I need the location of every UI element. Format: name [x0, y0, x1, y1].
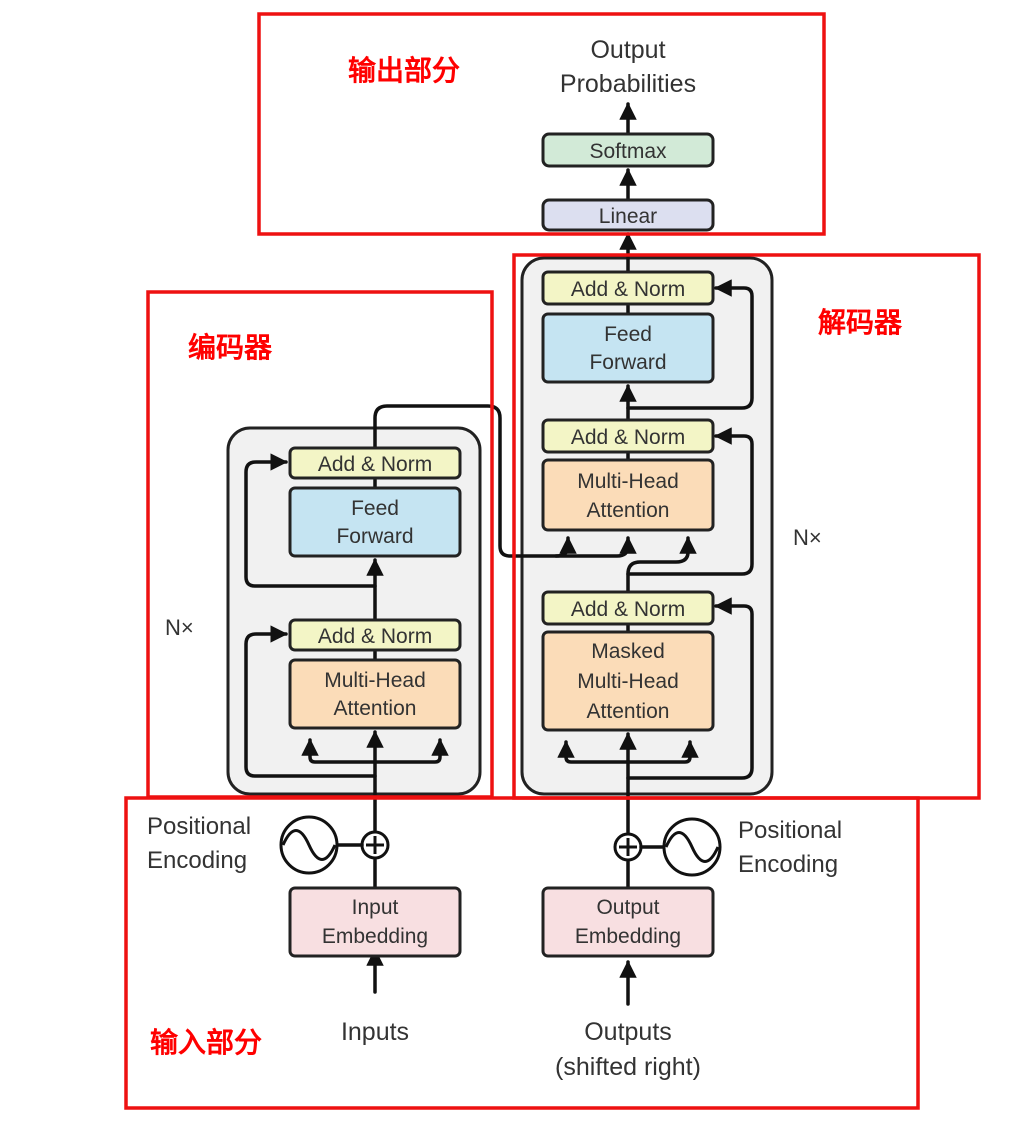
input-embedding-block: [288, 886, 462, 958]
encoder-mha-line1: Multi-Head: [324, 669, 426, 692]
encoder-stack: [226, 426, 482, 796]
output-part-region: [257, 12, 826, 236]
softmax-label: Softmax: [589, 140, 667, 163]
output-embedding-line1: Output: [596, 896, 659, 919]
encoder-add-norm-top-label: Add & Norm: [318, 453, 432, 476]
decoder-masked-attention: [541, 630, 715, 732]
decoder-add-norm-top-label: Add & Norm: [571, 278, 685, 301]
inputs-label: Inputs: [341, 1018, 409, 1046]
decoder-feed-forward: [541, 312, 715, 384]
pos-enc-left-line1: Positional: [147, 813, 251, 840]
softmax-block: [541, 132, 715, 168]
outputs-label-line1: Outputs: [584, 1018, 672, 1046]
pos-enc-right-line1: Positional: [738, 817, 842, 844]
decoder-multi-head-attention: [541, 458, 715, 532]
outputs-label-line2: (shifted right): [555, 1053, 701, 1081]
encoder-feed-forward: [288, 486, 462, 558]
decoder-add-norm-bottom-label: Add & Norm: [571, 598, 685, 621]
positional-encoding-left: Positional Encoding: [147, 813, 390, 875]
encoder-ff-line2: Forward: [336, 525, 413, 548]
linear-label: Linear: [599, 205, 657, 228]
encoder-ff-line1: Feed: [351, 497, 399, 520]
decoder-label: 解码器: [818, 306, 903, 339]
encoder-multi-head-attention: [288, 658, 462, 730]
output-embedding-block: [541, 886, 715, 958]
output-part-label: 输出部分: [348, 54, 460, 87]
decoder-add-norm-top: [541, 270, 715, 306]
output-probabilities-line1: Output: [590, 36, 665, 64]
decoder-add-norm-mid-label: Add & Norm: [571, 426, 685, 449]
encoder-add-norm-bottom-label: Add & Norm: [318, 625, 432, 648]
decoder-masked-line2: Multi-Head: [577, 670, 679, 693]
decoder-wires: [557, 102, 754, 1006]
linear-block: [541, 198, 715, 232]
decoder-add-norm-bottom: [541, 590, 715, 626]
input-part-region: [124, 796, 920, 1110]
encoder-label: 编码器: [188, 331, 273, 364]
decoder-mha-line2: Attention: [587, 499, 670, 522]
decoder-repeat-label: N×: [793, 525, 822, 550]
input-embedding-line1: Input: [352, 896, 399, 919]
decoder-mha-line1: Multi-Head: [577, 470, 679, 493]
output-probabilities-line2: Probabilities: [560, 70, 696, 98]
positional-encoding-right: Positional Encoding: [613, 817, 842, 878]
pos-enc-left-line2: Encoding: [147, 847, 247, 874]
decoder-masked-line3: Attention: [587, 700, 670, 723]
pos-enc-right-line2: Encoding: [738, 851, 838, 878]
encoder-add-norm-top: [288, 446, 462, 480]
encoder-add-norm-bottom: [288, 618, 462, 652]
output-embedding-line2: Embedding: [575, 925, 681, 948]
input-embedding-line2: Embedding: [322, 925, 428, 948]
encoder-mha-line2: Attention: [334, 697, 417, 720]
encoder-repeat-label: N×: [165, 615, 194, 640]
decoder-masked-line1: Masked: [591, 640, 665, 663]
decoder-add-norm-mid: [541, 418, 715, 454]
decoder-ff-line2: Forward: [589, 351, 666, 374]
input-part-label: 输入部分: [150, 1026, 262, 1059]
decoder-ff-line1: Feed: [604, 323, 652, 346]
encoder-wires: [244, 404, 637, 994]
